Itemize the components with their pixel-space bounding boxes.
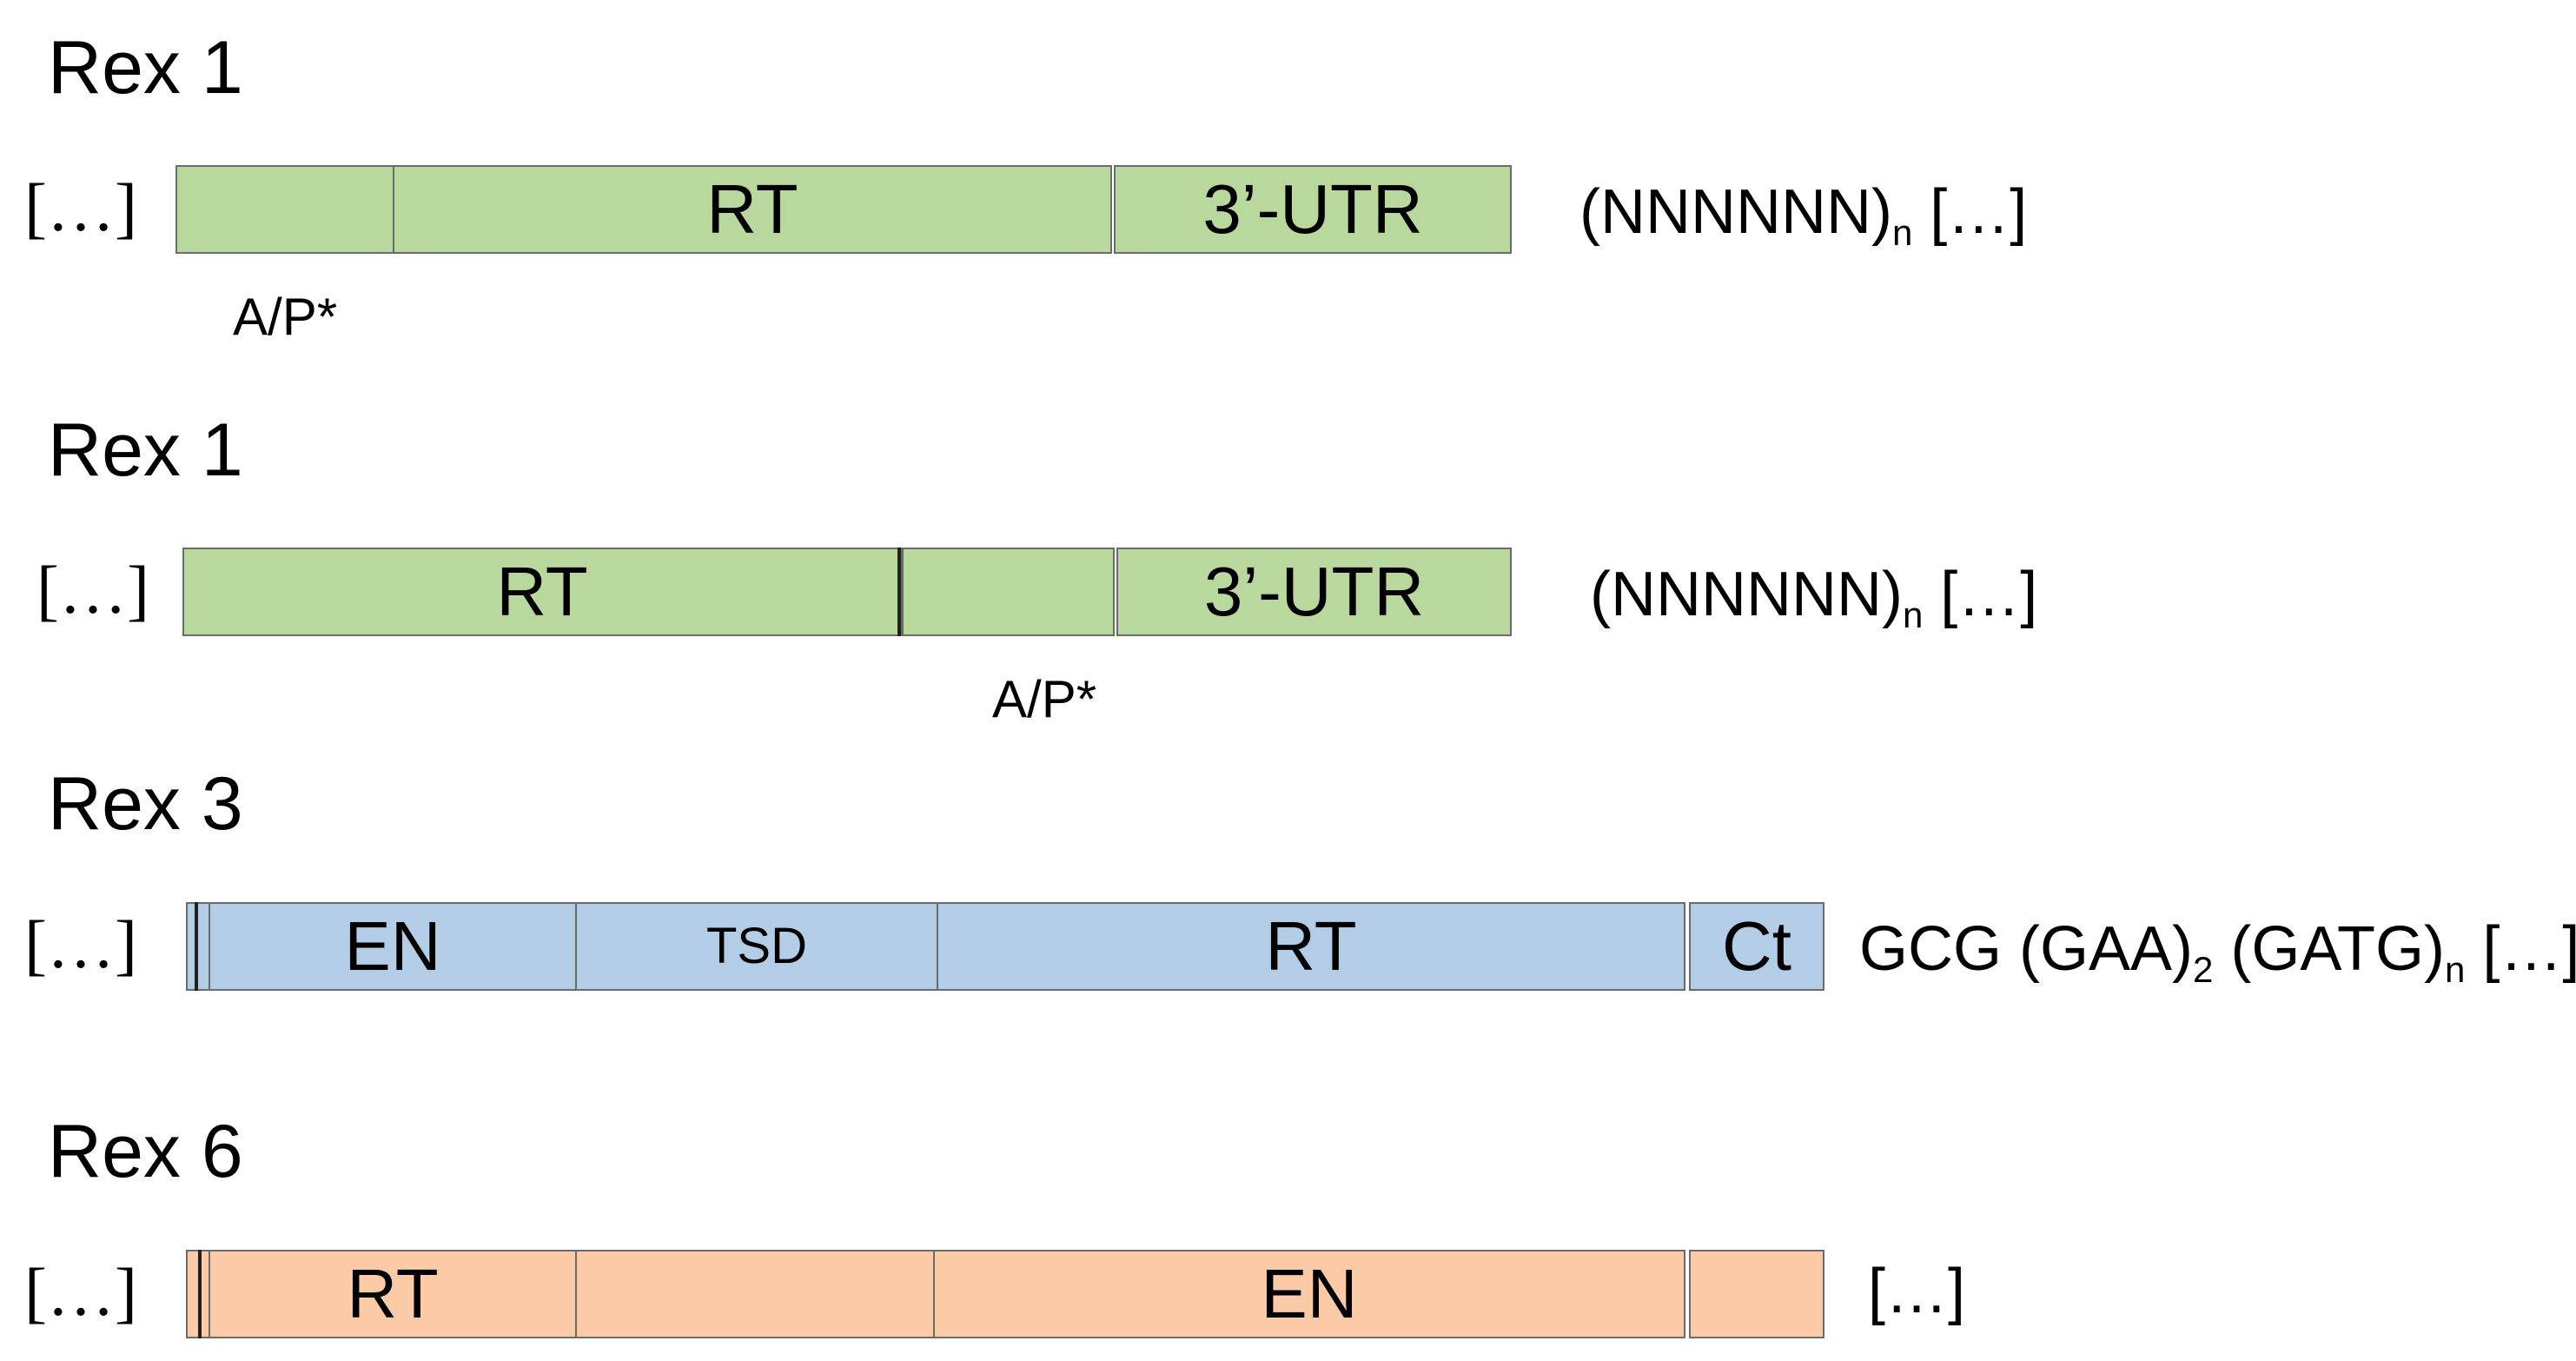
row3-segment-1 — [186, 902, 210, 991]
row3-tail-repeat: GCG (GAA)2 (GATG)n […] — [1859, 914, 2576, 990]
row2-segment-rt: RT — [182, 548, 902, 636]
row1-segment-utr: 3’-UTR — [1114, 165, 1512, 254]
row2-tail-repeat: (NNNNNN)n […] — [1590, 560, 2038, 635]
row3-title: Rex 3 — [48, 762, 243, 846]
row1-segment-1 — [175, 165, 394, 254]
row2-segment-utr: 3’-UTR — [1116, 548, 1512, 636]
row2-left-bracket: […] — [36, 552, 149, 627]
row4-segment-3 — [575, 1250, 935, 1338]
row1-element-bar: RT 3’-UTR — [175, 165, 1512, 254]
row2-element-bar: RT 3’-UTR — [182, 548, 1512, 636]
row3-segment-rt: RT — [937, 902, 1685, 991]
row4-left-bracket: […] — [24, 1254, 137, 1330]
row1-tail-repeat: (NNNNNN)n […] — [1579, 177, 2028, 253]
row2-ap-marker: A/P* — [992, 670, 1097, 728]
row1-left-bracket: […] — [24, 169, 137, 245]
row3-segment-ct: Ct — [1689, 902, 1824, 991]
row3-element-bar: EN TSD RT Ct — [186, 902, 1824, 991]
row4-segment-5 — [1689, 1250, 1824, 1338]
row2-segment-2 — [902, 548, 1115, 636]
row1-segment-rt: RT — [393, 165, 1112, 254]
row2-segment-divider — [897, 548, 901, 636]
row1-title: Rex 1 — [48, 26, 243, 110]
row4-title: Rex 6 — [48, 1110, 243, 1193]
row3-left-bracket: […] — [24, 906, 137, 982]
row1-ap-marker: A/P* — [233, 288, 338, 346]
row4-segment-en: EN — [933, 1250, 1685, 1338]
row3-segment-line — [195, 902, 198, 991]
row3-segment-tsd: TSD — [575, 902, 938, 991]
row4-tail-bracket: […] — [1868, 1257, 1966, 1326]
row2-title: Rex 1 — [48, 408, 243, 492]
row4-element-bar: RT EN — [186, 1250, 1824, 1338]
row4-segment-rt: RT — [209, 1250, 577, 1338]
row3-segment-en: EN — [209, 902, 577, 991]
row4-segment-line — [198, 1250, 202, 1338]
